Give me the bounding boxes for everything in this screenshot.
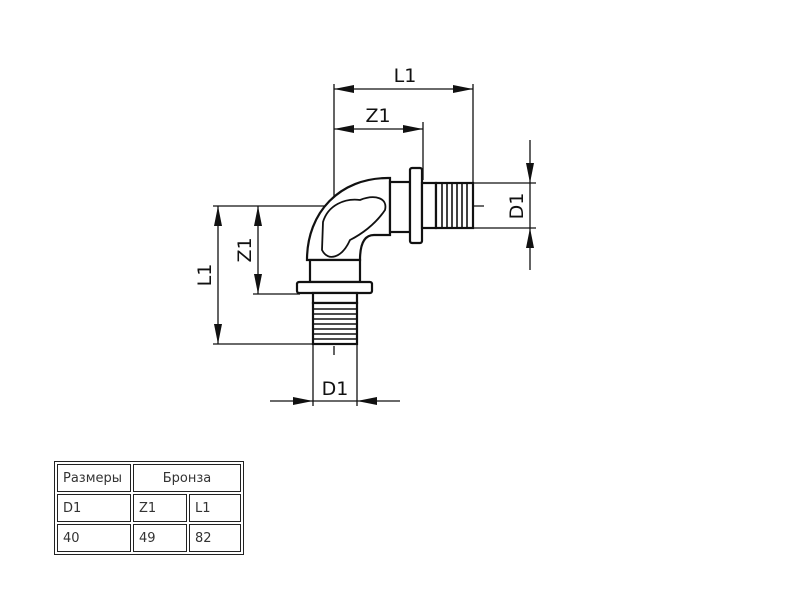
cell-z1: 49 (133, 524, 187, 552)
cell-l1: 82 (189, 524, 241, 552)
table-row: 40 49 82 (57, 524, 241, 552)
header-bronze: Бронза (133, 464, 241, 492)
subheader-z1: Z1 (133, 494, 187, 522)
elbow-fitting-drawing: L1 Z1 D1 L1 Z1 D1 (194, 65, 536, 406)
cell-d1: 40 (57, 524, 131, 552)
label-left-l1: L1 (194, 264, 216, 287)
header-sizes: Размеры (57, 464, 131, 492)
label-left-z1: Z1 (234, 237, 256, 262)
label-top-z1: Z1 (365, 105, 390, 127)
table-subheader-row: D1 Z1 L1 (57, 494, 241, 522)
label-bottom-d1: D1 (322, 378, 349, 400)
label-right-d1: D1 (506, 193, 528, 220)
subheader-l1: L1 (189, 494, 241, 522)
label-top-l1: L1 (394, 65, 417, 87)
dimensions-table: Размеры Бронза D1 Z1 L1 40 49 82 (54, 461, 244, 555)
subheader-d1: D1 (57, 494, 131, 522)
fitting-body (295, 166, 475, 346)
table-header-row: Размеры Бронза (57, 464, 241, 492)
